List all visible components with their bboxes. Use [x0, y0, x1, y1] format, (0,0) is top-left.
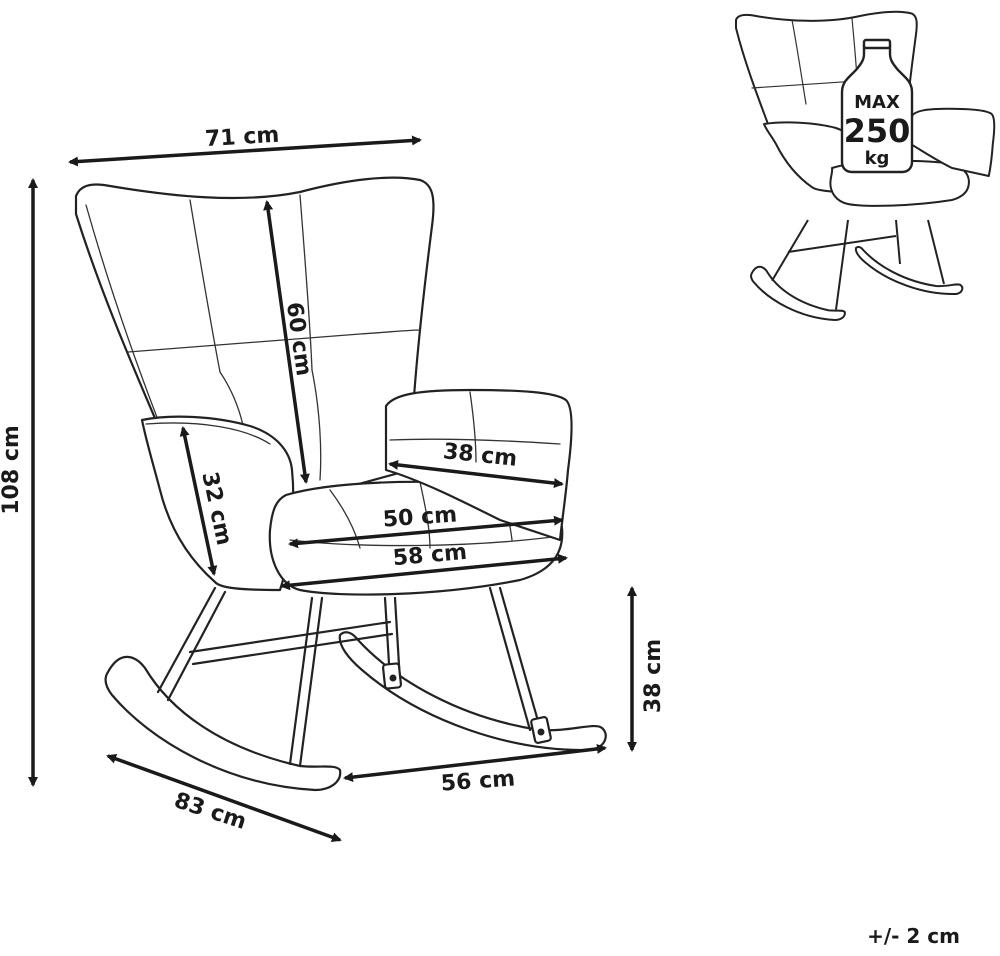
max-weight-badge: MAX 250 kg	[840, 38, 914, 174]
label-seat-height: 38 cm	[641, 639, 666, 713]
label-height-total: 108 cm	[0, 425, 24, 515]
arrow-seat-width	[280, 553, 568, 591]
badge-max: MAX	[854, 92, 900, 113]
badge-unit: kg	[865, 148, 890, 169]
dimension-arrows	[28, 135, 637, 842]
label-seat-depth: 50 cm	[382, 502, 458, 532]
weight-icon	[840, 44, 914, 174]
label-depth-total: 83 cm	[171, 788, 249, 835]
arrow-base-width	[343, 743, 607, 783]
arrow-armrest-height	[179, 426, 218, 576]
rocking-chair-main-drawing	[74, 176, 607, 792]
arrow-seat-depth	[288, 515, 564, 549]
right-rocker	[338, 631, 607, 752]
arrow-depth-total	[106, 754, 342, 842]
label-base-width: 56 cm	[440, 766, 516, 796]
tolerance-note: +/- 2 cm	[867, 924, 960, 948]
arrow-backrest-height	[263, 200, 310, 484]
arrow-armrest-depth	[388, 459, 564, 489]
arrow-width-top	[68, 135, 422, 167]
badge-value: 250	[844, 112, 911, 150]
label-width-top: 71 cm	[204, 123, 280, 152]
